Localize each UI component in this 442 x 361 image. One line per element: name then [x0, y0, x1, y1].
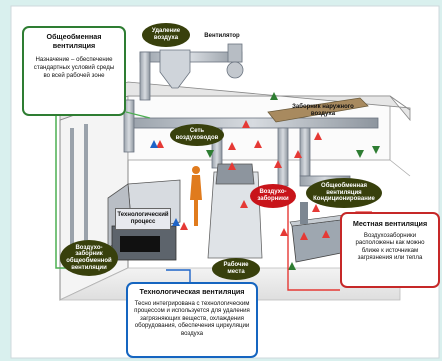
label-air-intakes: Воздухо-заборники	[250, 184, 296, 208]
exhaust-arrows	[156, 120, 330, 240]
label-duct-network: Сеть воздуховодов	[170, 124, 224, 146]
outdoor-intake-hood	[267, 97, 369, 123]
label-intakes-general: Воздухо-заборник общеобменной вентиляции	[60, 240, 118, 276]
worker-body	[190, 175, 202, 226]
general-ventilation-description: Назначение – обеспечение стандартных усл…	[33, 56, 115, 79]
label-process: Технологический процесс	[115, 208, 171, 230]
process-ventilation-box: Технологическая вентиляция Тесно интегри…	[126, 282, 258, 358]
local-ventilation-title: Местная вентиляция	[352, 219, 428, 228]
fan-housing	[226, 61, 244, 79]
tech-connector	[166, 269, 191, 282]
main-duct	[127, 117, 379, 129]
label-fan: Вентилятор	[204, 33, 240, 39]
work-table	[207, 171, 263, 259]
label-exhaust-removal: Удаление воздуха	[142, 23, 190, 47]
roof-duct	[139, 51, 243, 63]
cyclone	[159, 49, 191, 89]
process-ventilation-description: Тесно интегрирована с технологическим пр…	[134, 299, 250, 338]
blue-arrows	[150, 140, 180, 226]
process-ventilation-title: Технологическая вентиляция	[139, 287, 245, 296]
local-connector	[287, 192, 340, 291]
supply-arrows	[206, 92, 380, 270]
general-ventilation-box: Общеобменная вентиляция Назначение – обе…	[22, 26, 126, 116]
general-ventilation-title: Общеобменная вентиляция	[46, 32, 102, 50]
local-ventilation-box: Местная вентиляция Воздухозаборники расп…	[340, 212, 440, 288]
label-workplace: Рабочие места	[212, 258, 260, 280]
label-general-vent-conditioning: Общеобменная вентиляция Кондиционировани…	[306, 178, 382, 208]
local-ventilation-description: Воздухозаборники расположены как можно б…	[355, 231, 425, 262]
label-outdoor-air-intake: Заборник наружного воздуха	[292, 104, 354, 117]
local-hood	[215, 163, 255, 185]
worker-head	[192, 166, 200, 174]
